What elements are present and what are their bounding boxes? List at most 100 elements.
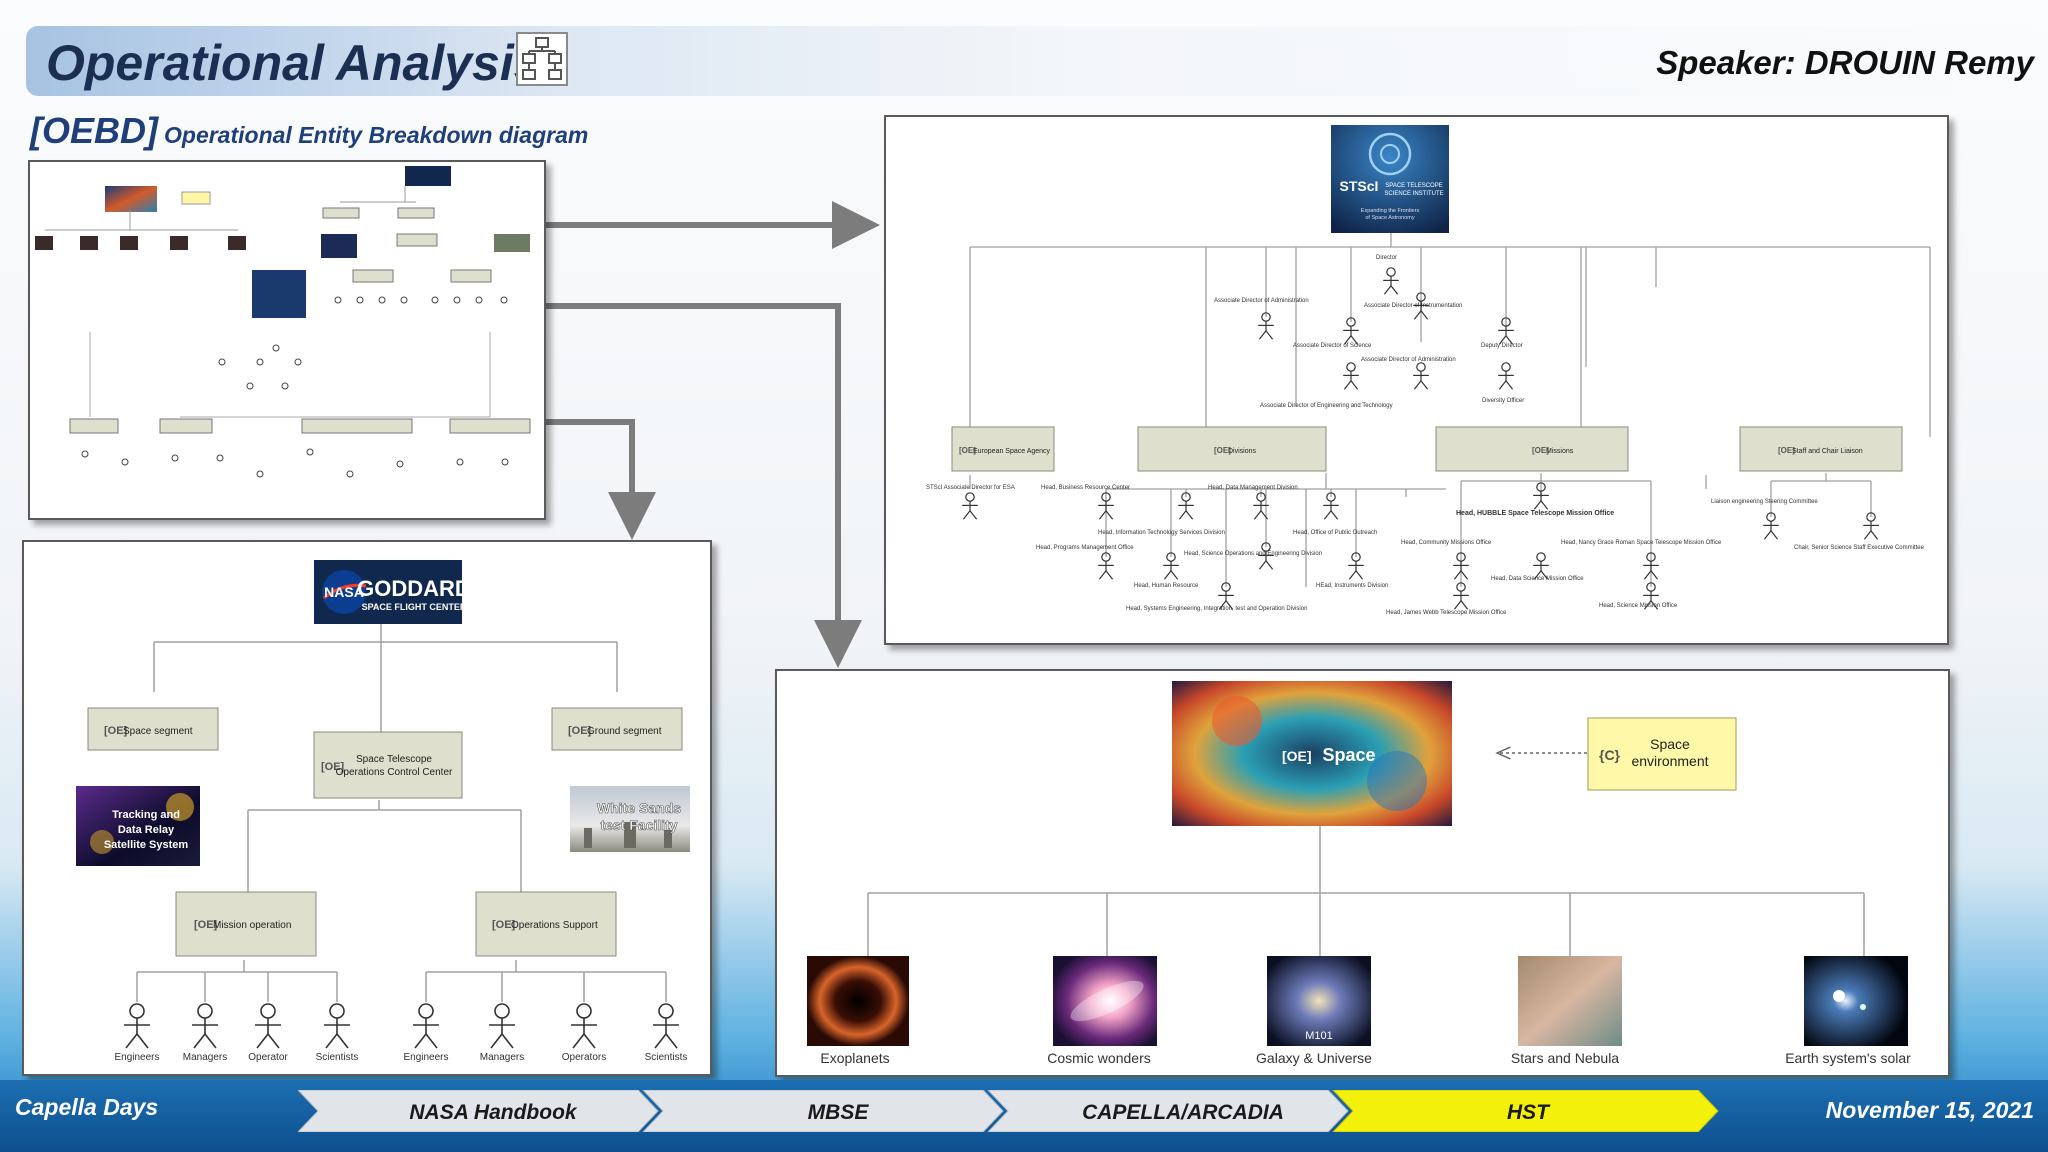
- stsci-actor-20: [1533, 552, 1549, 580]
- goddard-actor-5: Managers: [480, 1003, 524, 1063]
- progress-steps: NASA Handbook MBSE CAPELLA/ARCADIA HST: [298, 1090, 1719, 1132]
- operations-support-label: Operations Support: [511, 920, 598, 931]
- m4-label: Head, Data Science Mission Office: [1491, 576, 1584, 582]
- goddard-actor-4-label: Engineers: [403, 1052, 448, 1063]
- esa-label: European Space Agency: [973, 448, 1051, 455]
- d8-label: HEad, Instruments Division: [1316, 583, 1388, 589]
- stsci-actor-5: [1343, 362, 1359, 390]
- stsci-actor-3: [1413, 292, 1429, 320]
- svg-text:[OE]: [OE]: [1532, 446, 1549, 455]
- step-nasa-handbook[interactable]: NASA Handbook: [298, 1090, 659, 1132]
- missions-label: Missions: [1546, 448, 1574, 455]
- svg-text:MBSE: MBSE: [808, 1101, 870, 1124]
- goddard-actor-7-label: Scientists: [645, 1052, 688, 1063]
- child-label-earth: Earth system's solar: [1785, 1050, 1911, 1066]
- stsci-logo-line1: SPACE TELESCOPE: [1385, 183, 1442, 189]
- overview-thumbnail-panel[interactable]: [28, 160, 546, 520]
- stsci-actor-7: [1498, 362, 1514, 390]
- stsci-actor-12: [1323, 492, 1339, 520]
- svg-text:[OE]: [OE]: [568, 725, 592, 737]
- svg-text:CAPELLA/ARCADIA: CAPELLA/ARCADIA: [1082, 1101, 1284, 1124]
- stsci-actor-18: [1533, 482, 1549, 510]
- stsci-actor-16: [1218, 582, 1234, 610]
- svg-text:[OE]: [OE]: [321, 761, 345, 773]
- d9-label: Head, Systems Engineering, Integration, …: [1126, 606, 1307, 612]
- goddard-logo-title: GODDARD: [357, 576, 471, 601]
- stsci-actor-9: [1098, 492, 1114, 520]
- event-name: Capella Days: [15, 1094, 159, 1120]
- space-segment-node: [OE] Space segment: [87, 707, 219, 751]
- d6-label: Head, Science Operations and Engineering…: [1184, 551, 1322, 557]
- m1-label: Head, HUBBLE Space Telescope Mission Off…: [1456, 510, 1614, 517]
- goddard-actor-0-label: Engineers: [114, 1052, 159, 1063]
- hierarchy-diagram-icon: [516, 32, 568, 86]
- space-root-node: [OE] Space: [1172, 681, 1452, 826]
- goddard-actors: Engineers Managers Operator Scientists Engin…: [114, 1003, 688, 1063]
- stsci-breakdown-panel[interactable]: STScI SPACE TELESCOPE SCIENCE INSTITUTE …: [884, 115, 1949, 645]
- mission-operation-label: Mission operation: [213, 920, 291, 931]
- assoc-instr-label: Associate Director of Instrumentation: [1364, 303, 1462, 309]
- d1-label: Head, Business Resource Center: [1041, 485, 1130, 491]
- stsci-actor-10: [1178, 492, 1194, 520]
- goddard-actor-3: Scientists: [316, 1003, 359, 1063]
- stsci-actor-25: [1863, 512, 1879, 540]
- diversity-label: Diversity Officer: [1482, 398, 1524, 404]
- esa-actor-label: STScI Associate Director for ESA: [926, 485, 1015, 491]
- env-label-2: environment: [1631, 753, 1708, 769]
- space-segment-label: Space segment: [123, 726, 193, 737]
- child-galaxy: M101: [1267, 956, 1371, 1046]
- svg-text:HST: HST: [1507, 1101, 1551, 1124]
- white-sands-label-2: test Facility: [600, 817, 677, 833]
- tdrss-label-1: Tracking and: [112, 809, 180, 821]
- goddard-diagram: NASA GODDARD SPACE FLIGHT CENTER [OE] Sp…: [76, 560, 690, 1063]
- stsci-actor-8: [962, 492, 978, 520]
- ground-segment-node: [OE] Ground segment: [551, 707, 683, 751]
- goddard-actor-6: Operators: [562, 1003, 606, 1063]
- child-label-stars: Stars and Nebula: [1511, 1050, 1619, 1066]
- goddard-actor-2-label: Operator: [248, 1052, 288, 1063]
- stsci-actor-19: [1453, 552, 1469, 580]
- space-diagram: [OE] Space {C} Space environment M101 Ex…: [807, 681, 1911, 1066]
- stsci-actor-13: [1098, 552, 1114, 580]
- child-stars-nebula: [1518, 956, 1622, 1046]
- stocc-label-1: Space Telescope: [356, 754, 432, 765]
- goddard-breakdown-panel[interactable]: NASA GODDARD SPACE FLIGHT CENTER [OE] Sp…: [22, 540, 712, 1076]
- stsci-logo-tag1: Expanding the Frontiers: [1361, 208, 1420, 214]
- page-title: Operational Analysis: [46, 35, 542, 91]
- stsci-actor-14: [1163, 552, 1179, 580]
- tdrss-label-3: Satellite System: [104, 839, 189, 851]
- nasa-logo-text: NASA: [324, 584, 364, 600]
- child-label-galaxy: Galaxy & Universe: [1256, 1050, 1372, 1066]
- step-mbse[interactable]: MBSE: [642, 1090, 1004, 1132]
- goddard-actor-3-label: Scientists: [316, 1052, 359, 1063]
- ground-segment-label: Ground segment: [587, 726, 662, 737]
- svg-text:[OE]: [OE]: [959, 446, 976, 455]
- d4-label: Head, Office of Public Outreach: [1293, 530, 1377, 536]
- m3-label: Head, Nancy Grace Roman Space Telescope …: [1561, 540, 1722, 546]
- header-banner: [540, 26, 2048, 96]
- m5-label: Head, James Webb Telescope Mission Offic…: [1386, 610, 1507, 616]
- title-banner: [26, 26, 572, 96]
- stsci-actor-22: [1453, 582, 1469, 610]
- operations-support-node: [OE] Operations Support: [475, 891, 617, 957]
- space-breakdown-panel[interactable]: [OE] Space {C} Space environment M101 Ex…: [775, 669, 1950, 1077]
- m2-label: Head, Community Missions Office: [1401, 540, 1492, 546]
- space-root-label: Space: [1322, 745, 1375, 765]
- goddard-actor-2: Operator: [248, 1003, 288, 1063]
- subtitle-text: Operational Entity Breakdown diagram: [164, 122, 589, 148]
- tdrss-label-2: Data Relay: [118, 824, 175, 836]
- step-capella-arcadia[interactable]: CAPELLA/ARCADIA: [987, 1090, 1349, 1132]
- stsci-actor-17: [1348, 552, 1364, 580]
- stsci-actor-0: [1383, 267, 1399, 295]
- assoc-admin2-label: Associate Director of Administration: [1361, 357, 1456, 363]
- goddard-actor-5-label: Managers: [480, 1052, 524, 1063]
- svg-text:[OE]: [OE]: [1282, 748, 1312, 764]
- stsci-actor-2: [1343, 317, 1359, 345]
- director-label: Director: [1376, 255, 1397, 261]
- svg-text:[OE]: [OE]: [1778, 446, 1795, 455]
- svg-text:[OE]: [OE]: [194, 919, 218, 931]
- goddard-actor-6-label: Operators: [562, 1052, 606, 1063]
- step-hst-active[interactable]: HST: [1332, 1090, 1719, 1132]
- arrow-to-goddard: [546, 419, 656, 540]
